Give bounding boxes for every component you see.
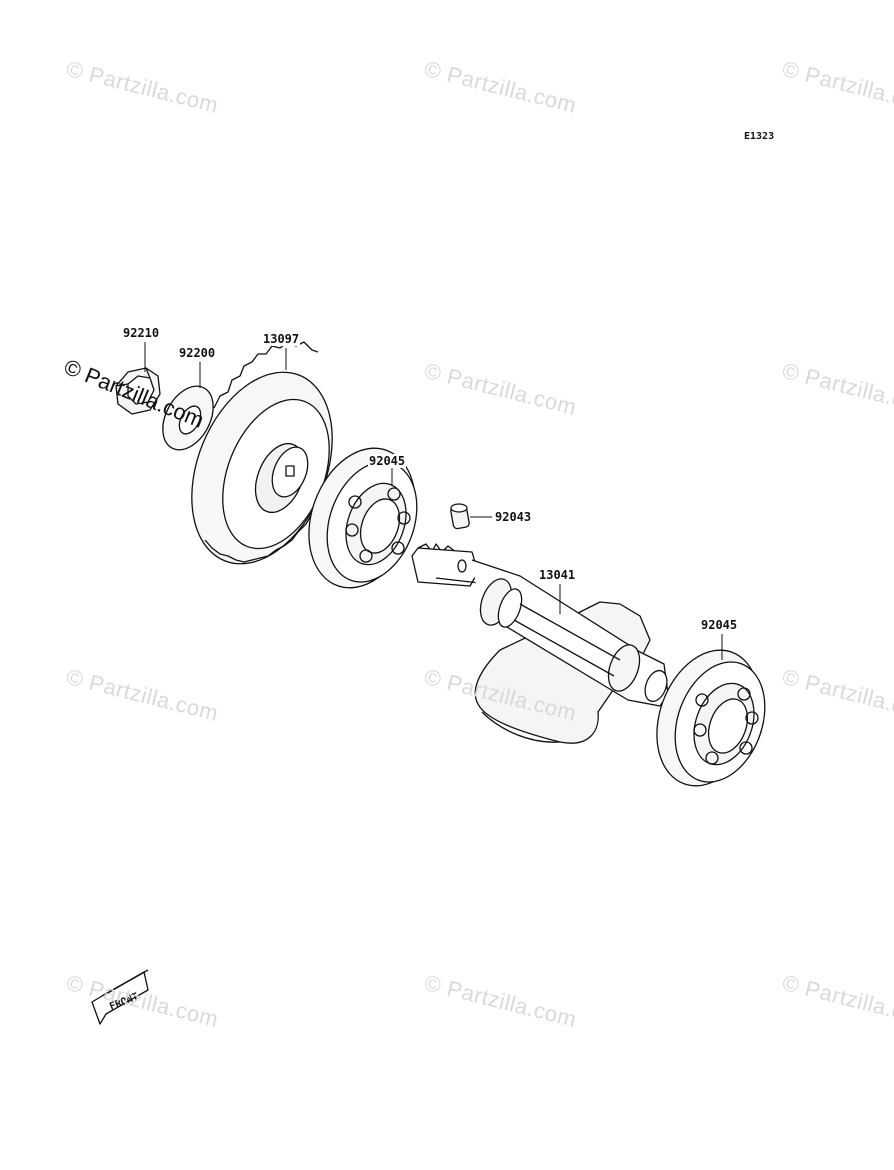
- part-number-label[interactable]: 13041: [538, 568, 577, 582]
- pin-92043[interactable]: [450, 503, 470, 530]
- diagram-code: E1323: [744, 131, 775, 142]
- gear-13097[interactable]: [165, 341, 359, 585]
- part-number-label[interactable]: 92045: [368, 454, 407, 468]
- part-number-label[interactable]: 92045: [700, 618, 739, 632]
- bearing-92045-left[interactable]: [290, 433, 433, 603]
- part-number-label[interactable]: 92210: [122, 326, 161, 340]
- leader-lines: [144, 342, 723, 660]
- nut-92210[interactable]: [115, 367, 161, 415]
- part-number-label[interactable]: 92043: [494, 510, 533, 524]
- part-number-label[interactable]: 13097: [262, 332, 301, 346]
- bearing-92045-right[interactable]: [639, 636, 781, 800]
- crankshaft-13041[interactable]: [411, 543, 671, 744]
- washer-92200[interactable]: [153, 378, 224, 459]
- part-number-label[interactable]: 92200: [178, 346, 217, 360]
